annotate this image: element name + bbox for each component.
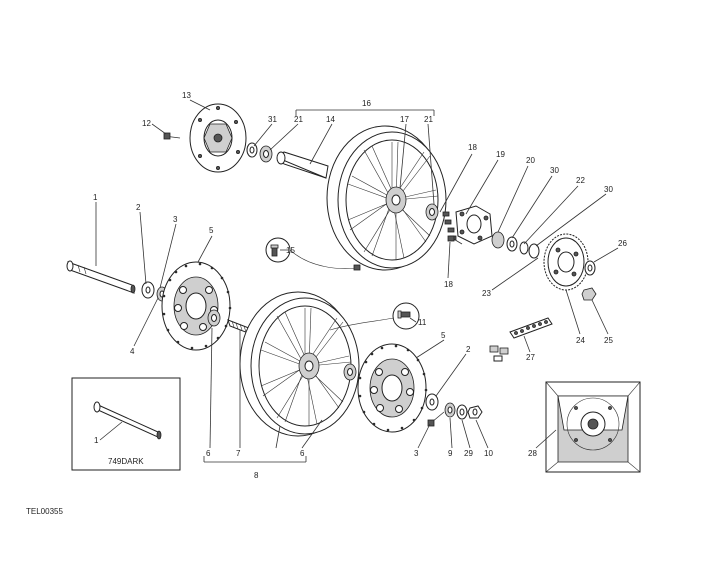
callout-31: 31 [268, 115, 277, 124]
callout-26: 26 [618, 239, 627, 248]
callout-25: 25 [604, 336, 613, 345]
chain-links [489, 317, 553, 362]
nut-25 [581, 287, 597, 301]
front-spacer-2 [141, 281, 155, 299]
callout-5b: 5 [441, 331, 446, 340]
callout-30a: 30 [550, 166, 559, 175]
callout-18b: 18 [444, 280, 453, 289]
spacer-31 [246, 142, 258, 158]
washer-29 [456, 404, 468, 420]
front-wheel [239, 291, 360, 437]
front-spacer-2b [425, 393, 439, 411]
rear-wheel [326, 125, 447, 271]
inner-spacer-14 [276, 151, 329, 179]
callout-13: 13 [182, 91, 191, 100]
rear-brake-disc [189, 103, 247, 173]
callout-8: 8 [254, 471, 259, 480]
inset-caption: 749DARK [108, 457, 144, 466]
callout-19: 19 [496, 150, 505, 159]
nut-26 [584, 260, 596, 276]
callout-24: 24 [576, 336, 585, 345]
callout-21b: 21 [424, 115, 433, 124]
bracket-8 [203, 456, 307, 463]
bolt-3b [427, 411, 445, 427]
bracket-16 [295, 109, 435, 116]
callout-5: 5 [209, 226, 214, 235]
callout-7: 7 [236, 449, 241, 458]
drawing-code: TEL00355 [26, 507, 63, 516]
front-brake-disc-right [357, 343, 428, 433]
bolt-12 [163, 132, 181, 140]
callout-10: 10 [484, 449, 493, 458]
rear-hub-parts [425, 203, 540, 259]
inset-box [71, 377, 181, 471]
callout-6b: 6 [300, 449, 305, 458]
callout-18a: 18 [468, 143, 477, 152]
front-bearing-6b [343, 363, 357, 381]
callout-9: 9 [448, 449, 453, 458]
callout-15: 15 [286, 246, 295, 255]
valve-15 [265, 237, 361, 271]
box-28 [545, 381, 641, 473]
callout-4: 4 [130, 347, 135, 356]
callout-21a: 21 [294, 115, 303, 124]
callout-17: 17 [400, 115, 409, 124]
callout-2: 2 [136, 203, 141, 212]
callout-16: 16 [362, 99, 371, 108]
callout-20: 20 [526, 156, 535, 165]
callout-29: 29 [464, 449, 473, 458]
callout-labels: 13 12 31 21 14 16 17 21 18 19 20 30 22 3… [93, 91, 627, 480]
callout-1: 1 [93, 193, 98, 202]
stud-18b [447, 235, 463, 245]
callout-1b: 1 [94, 436, 99, 445]
callout-14: 14 [326, 115, 335, 124]
sprocket [543, 233, 589, 291]
front-brake-disc-left [161, 261, 232, 351]
callout-28: 28 [528, 449, 537, 458]
callout-23: 23 [482, 289, 491, 298]
seal-9 [444, 402, 456, 418]
front-axle [66, 260, 136, 294]
callout-3b: 3 [414, 449, 419, 458]
leader-lines [95, 99, 619, 449]
callout-3: 3 [173, 215, 178, 224]
callout-2b: 2 [466, 345, 471, 354]
callout-12: 12 [142, 119, 151, 128]
bearing-21a [259, 145, 273, 163]
callout-27: 27 [526, 353, 535, 362]
front-bearing-6a [207, 309, 221, 327]
nut-10 [467, 405, 483, 419]
callout-11: 11 [418, 318, 427, 327]
valve-11 [329, 302, 420, 331]
callout-30b: 30 [604, 185, 613, 194]
callout-6a: 6 [206, 449, 211, 458]
callout-22: 22 [576, 176, 585, 185]
